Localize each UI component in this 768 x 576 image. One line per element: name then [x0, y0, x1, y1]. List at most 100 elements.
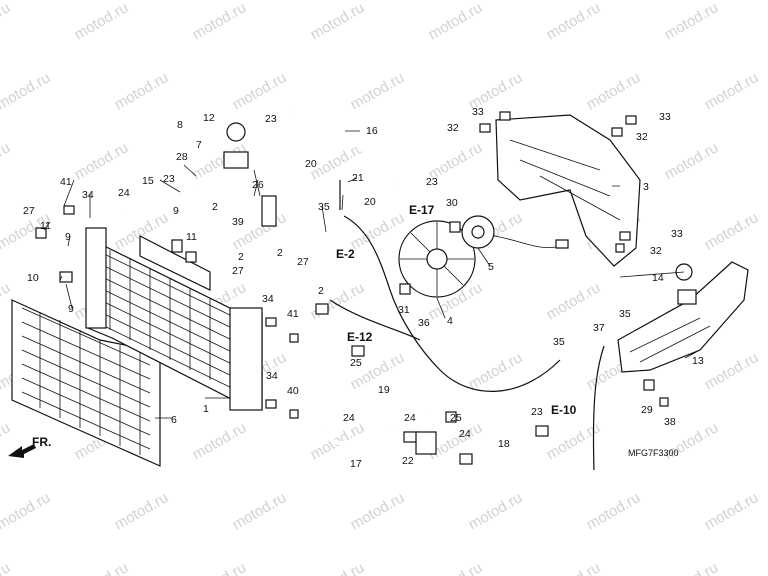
- watermark-text: motod.ru: [308, 0, 368, 43]
- radiator-core: [85, 227, 263, 411]
- callout: 32: [650, 245, 662, 257]
- callout: 24: [343, 412, 355, 424]
- callout: 37: [593, 322, 605, 334]
- leader-lines: [43, 130, 701, 419]
- callout: 3: [643, 181, 649, 193]
- watermark-text: motod.ru: [230, 489, 290, 533]
- watermark-text: motod.ru: [72, 139, 132, 183]
- callout: 13: [692, 355, 704, 367]
- watermark-text: motod.ru: [308, 279, 368, 323]
- watermark-text: motod.ru: [702, 489, 762, 533]
- callout: 34: [82, 189, 94, 201]
- callout: 9: [68, 303, 74, 315]
- callout: 35: [553, 336, 565, 348]
- watermark-text: motod.ru: [0, 279, 13, 323]
- callout: 11: [40, 220, 51, 232]
- callout: 19: [378, 384, 390, 396]
- callout: 41: [287, 308, 299, 320]
- callout: 23: [426, 176, 438, 188]
- diagram-code: MFG7F3300: [628, 448, 679, 458]
- callout: 20: [364, 196, 376, 208]
- watermark-text: motod.ru: [544, 0, 604, 43]
- callout: 40: [287, 385, 299, 397]
- watermark-text: motod.ru: [308, 559, 368, 576]
- watermark-text: motod.ru: [190, 559, 250, 576]
- callout: 28: [176, 151, 188, 163]
- watermark-text: motod.ru: [662, 0, 722, 43]
- callout: 16: [366, 125, 378, 137]
- watermark-text: motod.ru: [190, 0, 250, 43]
- watermark-text: motod.ru: [702, 209, 762, 253]
- watermark-text: motod.ru: [702, 349, 762, 393]
- hoses: [122, 101, 605, 471]
- callout: 38: [664, 416, 676, 428]
- callout: 32: [447, 122, 459, 134]
- callout: 29: [641, 404, 653, 416]
- callout: 27: [232, 265, 244, 277]
- callout: 9: [65, 231, 71, 243]
- watermark-text: motod.ru: [584, 489, 644, 533]
- callouts: 1 2 2 2 2 3 4 5 6 7 8 9 9 9 10 11 11 12 …: [23, 106, 704, 470]
- watermark-text: motod.ru: [112, 489, 172, 533]
- watermark-text: motod.ru: [348, 69, 408, 113]
- watermark-text: motod.ru: [190, 419, 250, 463]
- callout: 23: [265, 113, 277, 125]
- fan-shroud: [495, 114, 641, 267]
- callout: 8: [177, 119, 183, 131]
- callout: 9: [173, 205, 179, 217]
- callout: 2: [212, 201, 218, 213]
- callout: 2: [277, 247, 283, 259]
- callout: 34: [262, 293, 274, 305]
- callout: 1: [203, 403, 209, 415]
- watermark-text: motod.ru: [544, 419, 604, 463]
- callout: 15: [142, 175, 154, 187]
- watermark-text: motod.ru: [466, 349, 526, 393]
- watermark-text: motod.ru: [112, 69, 172, 113]
- callout: 20: [305, 158, 317, 170]
- callout: 5: [488, 261, 494, 273]
- watermark-text: motod.ru: [72, 0, 132, 43]
- section-ref-e17: E-17: [409, 203, 435, 217]
- section-ref-e10: E-10: [551, 403, 577, 417]
- callout: 36: [418, 317, 430, 329]
- callout: 27: [23, 205, 35, 217]
- callout: 25: [450, 412, 462, 424]
- callout: 39: [232, 216, 244, 228]
- callout: 35: [619, 308, 631, 320]
- callout: 27: [297, 256, 309, 268]
- callout: 22: [402, 455, 414, 467]
- front-arrow-icon: [8, 444, 36, 458]
- callout: 41: [60, 176, 72, 188]
- watermark-text: motod.ru: [662, 559, 722, 576]
- callout: 11: [186, 231, 197, 243]
- callout: 17: [350, 458, 362, 470]
- callout: 6: [171, 414, 177, 426]
- radiator-grille: [11, 299, 161, 467]
- callout: 26: [252, 179, 264, 191]
- callout: 35: [318, 201, 330, 213]
- callout: 31: [398, 304, 410, 316]
- callout: 24: [459, 428, 471, 440]
- watermark-text: motod.ru: [0, 419, 13, 463]
- watermark-text: motod.ru: [662, 139, 722, 183]
- watermark-text: motod.ru: [348, 209, 408, 253]
- fan-motor: [461, 215, 569, 249]
- reserve-tank: [617, 261, 749, 373]
- watermark-text: motod.ru: [72, 559, 132, 576]
- watermark-text: motod.ru: [348, 489, 408, 533]
- callout: 33: [472, 106, 484, 118]
- callout: 4: [447, 315, 453, 327]
- callout: 24: [118, 187, 130, 199]
- watermark-text: motod.ru: [466, 489, 526, 533]
- section-refs: E-17 E-2 E-12 E-10: [336, 203, 577, 417]
- watermark-text: motod.ru: [0, 489, 53, 533]
- section-ref-e12: E-12: [347, 330, 373, 344]
- callout: 2: [238, 251, 244, 263]
- watermark-text: motod.ru: [584, 69, 644, 113]
- watermark-text: motod.ru: [426, 0, 486, 43]
- watermark-text: motod.ru: [0, 559, 13, 576]
- callout: 10: [27, 272, 39, 284]
- callout: 7: [196, 139, 202, 151]
- callout: 33: [671, 228, 683, 240]
